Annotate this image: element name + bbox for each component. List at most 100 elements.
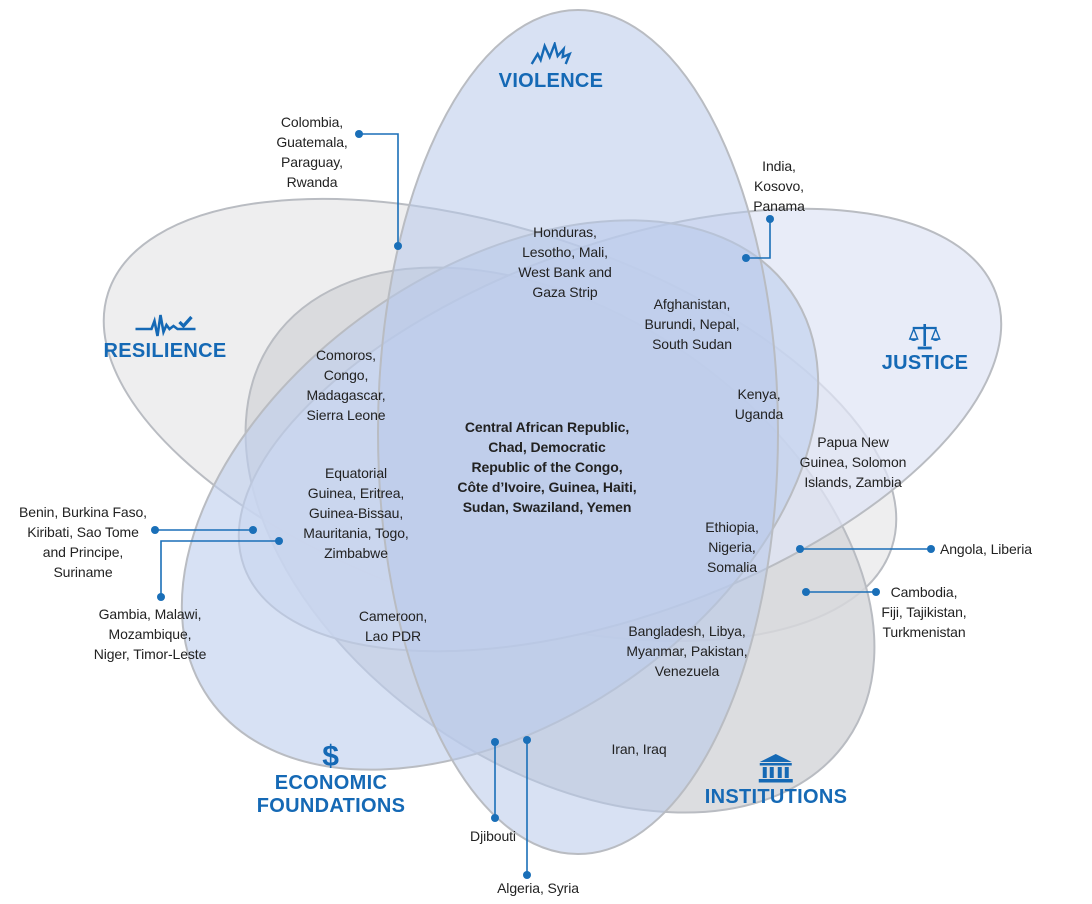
country-line: Cameroon,	[358, 608, 428, 624]
dot	[157, 593, 165, 601]
country-line: Zimbabwe	[324, 545, 388, 561]
country-line: Guatemala,	[276, 134, 348, 150]
country-line: Colombia,	[280, 114, 344, 130]
region-ethiopia: Ethiopia, Nigeria, Somalia	[705, 517, 759, 577]
callout-angola: Angola, Liberia	[940, 539, 1032, 559]
building-columns-icon	[759, 754, 793, 783]
country-line: Guinea-Bissau,	[308, 505, 404, 521]
country-line: Equatorial	[324, 465, 388, 481]
dot	[523, 736, 531, 744]
region-all-five: Central African Republic, Chad, Democrat…	[457, 417, 636, 517]
country-line: Afghanistan,	[653, 296, 731, 312]
scales-icon	[908, 324, 942, 350]
country-line: Guinea, Eritrea,	[307, 485, 405, 501]
country-line: Panama	[753, 198, 805, 214]
country-line: Myanmar, Pakistan,	[626, 643, 748, 659]
country-line: Uganda	[734, 406, 784, 422]
country-line: Djibouti	[470, 828, 516, 844]
leader-dots	[151, 130, 935, 879]
dollar-icon: $	[322, 740, 339, 770]
category-label-line2: FOUNDATIONS	[256, 795, 406, 817]
dot	[275, 537, 283, 545]
country-line: Papua New	[817, 434, 889, 450]
dot	[355, 130, 363, 138]
country-line: Somalia	[707, 559, 757, 575]
violence-ellipse	[377, 9, 779, 855]
category-label: INSTITUTIONS	[704, 786, 848, 808]
country-line: Iran, Iraq	[611, 741, 667, 757]
leader-india	[746, 219, 771, 259]
dot	[802, 588, 810, 596]
country-line: Chad, Democratic	[488, 439, 606, 455]
category-label-line1: ECONOMIC	[274, 772, 388, 794]
country-line: Congo,	[323, 367, 369, 383]
dot	[491, 814, 499, 822]
country-line: Ethiopia,	[705, 519, 759, 535]
country-line: Paraguay,	[281, 154, 343, 170]
country-line: Lesotho, Mali,	[522, 244, 608, 260]
region-iran: Iran, Iraq	[611, 739, 666, 759]
callout-colombia: Colombia, Guatemala, Paraguay, Rwanda	[276, 112, 347, 192]
country-line: Turkmenistan	[882, 624, 966, 640]
region-afghanistan: Afghanistan, Burundi, Nepal, South Sudan	[644, 294, 739, 354]
country-line: Lao PDR	[364, 628, 422, 644]
country-line: Gaza Strip	[532, 284, 598, 300]
region-comoros: Comoros, Congo, Madagascar, Sierra Leone	[306, 345, 385, 425]
heartbeat-check-icon	[135, 314, 195, 337]
dot	[927, 545, 935, 553]
dot	[151, 526, 159, 534]
dot	[766, 215, 774, 223]
country-line: Venezuela	[654, 663, 720, 679]
category-justice: JUSTICE	[882, 322, 969, 375]
dot	[394, 242, 402, 250]
country-line: Honduras,	[533, 224, 597, 240]
country-line: Suriname	[53, 564, 113, 580]
callout-gambia: Gambia, Malawi, Mozambique, Niger, Timor…	[94, 604, 207, 664]
category-resilience: RESILIENCE	[103, 312, 226, 363]
country-line: Sierra Leone	[306, 407, 386, 423]
country-line: Kenya,	[737, 386, 781, 402]
country-line: Mauritania, Togo,	[303, 525, 409, 541]
country-line: Algeria, Syria	[497, 880, 579, 896]
country-line: Gambia, Malawi,	[98, 606, 202, 622]
category-label: VIOLENCE	[498, 70, 604, 92]
country-line: Comoros,	[316, 347, 376, 363]
region-honduras: Honduras, Lesotho, Mali, West Bank and G…	[518, 222, 611, 302]
leader-gambia	[160, 540, 279, 597]
callout-benin: Benin, Burkina Faso, Kiribati, Sao Tome …	[19, 502, 147, 582]
dot	[742, 254, 750, 262]
country-line: West Bank and	[518, 264, 612, 280]
country-line: and Principe,	[42, 544, 124, 560]
dot	[796, 545, 804, 553]
callout-cambodia: Cambodia, Fiji, Tajikistan, Turkmenistan	[881, 582, 966, 642]
dot	[249, 526, 257, 534]
country-line: Central African Republic,	[464, 419, 630, 435]
country-line: Kiribati, Sao Tome	[27, 524, 139, 540]
category-institutions: INSTITUTIONS	[705, 752, 848, 809]
region-equatorial: Equatorial Guinea, Eritrea, Guinea-Bissa…	[303, 463, 409, 563]
country-line: Islands, Zambia	[804, 474, 902, 490]
dot	[523, 871, 531, 879]
region-kenya: Kenya, Uganda	[734, 384, 784, 424]
country-line: Niger, Timor-Leste	[93, 646, 207, 662]
country-line: India,	[762, 158, 796, 174]
country-line: Madagascar,	[306, 387, 386, 403]
country-line: Republic of the Congo,	[471, 459, 623, 475]
leader-colombia	[359, 133, 399, 246]
country-line: Fiji, Tajikistan,	[881, 604, 967, 620]
country-line: Côte d’Ivoire, Guinea, Haiti,	[457, 479, 637, 495]
category-label: RESILIENCE	[103, 340, 227, 362]
country-line: Benin, Burkina Faso,	[19, 504, 147, 520]
region-cameroon: Cameroon, Lao PDR	[359, 606, 427, 646]
dot	[872, 588, 880, 596]
category-label: JUSTICE	[881, 352, 969, 374]
country-line: Mozambique,	[108, 626, 192, 642]
country-line: Kosovo,	[754, 178, 804, 194]
country-line: Sudan, Swaziland, Yemen	[462, 499, 632, 515]
leader-lines	[155, 133, 931, 875]
region-bangladesh: Bangladesh, Libya, Myanmar, Pakistan, Ve…	[626, 621, 747, 681]
callout-algeria: Algeria, Syria	[497, 878, 579, 898]
category-violence: VIOLENCE	[499, 42, 604, 93]
country-line: Burundi, Nepal,	[644, 316, 740, 332]
